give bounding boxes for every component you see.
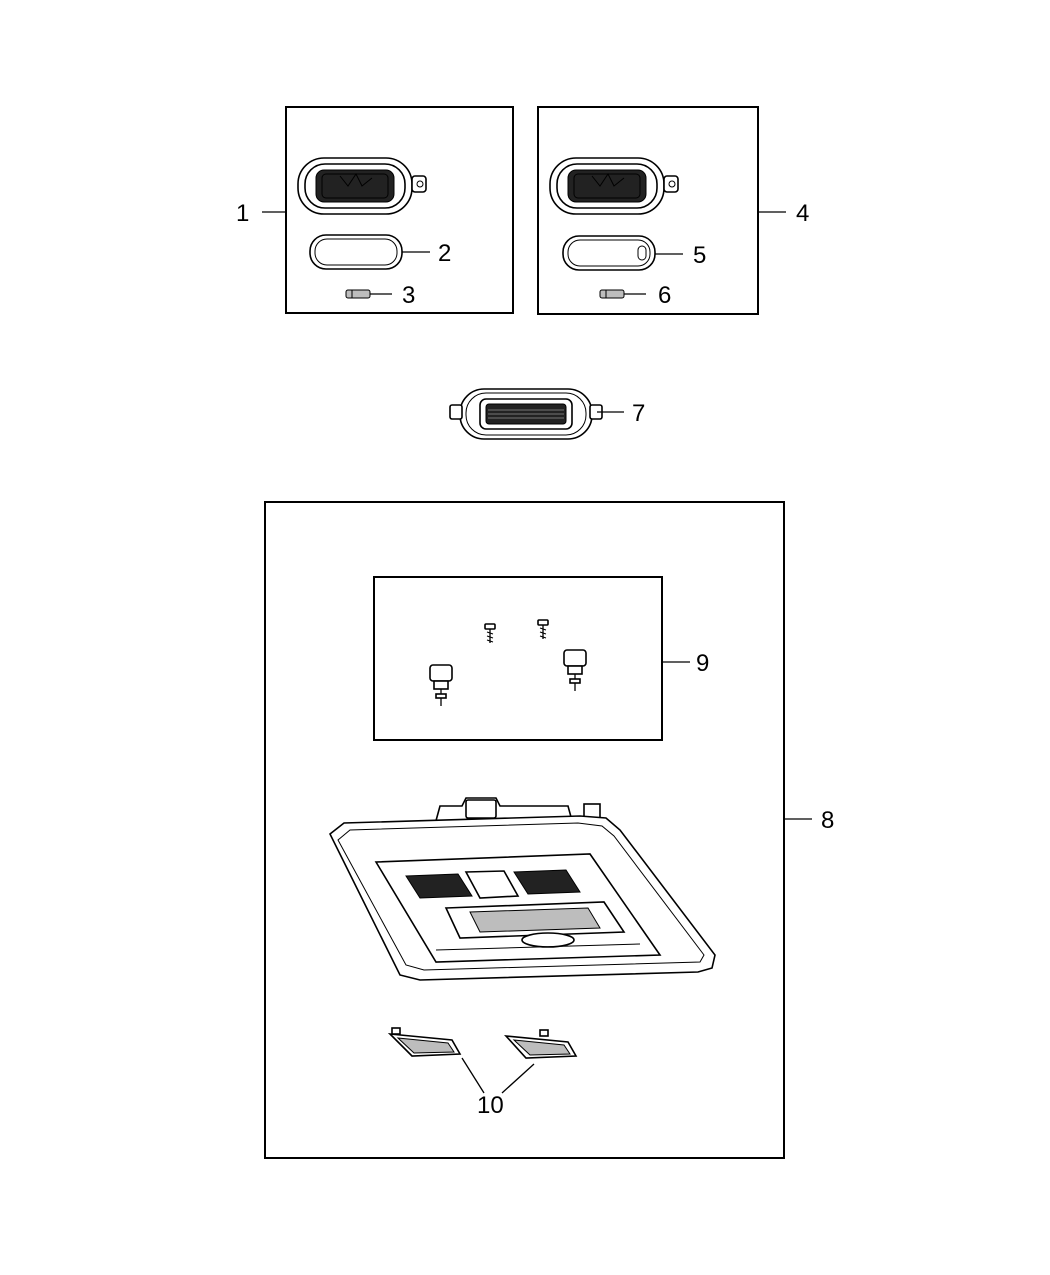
kit-box-9	[373, 576, 663, 741]
kit-box-1	[285, 106, 514, 314]
clip-9a	[429, 664, 453, 706]
overhead-console	[328, 797, 716, 981]
courtesy-lamp-7	[449, 388, 603, 440]
lamp-lens-5	[562, 235, 656, 271]
leader-10b	[501, 1063, 535, 1094]
callout-8: 8	[821, 807, 834, 834]
screw-9a	[484, 623, 496, 643]
callout-5: 5	[693, 242, 706, 269]
bulb-6	[599, 289, 625, 299]
dome-lamp-housing-4	[549, 157, 679, 215]
callout-2: 2	[438, 240, 451, 267]
screw-9b	[537, 619, 549, 639]
callout-6: 6	[658, 282, 671, 309]
bulb-3	[345, 289, 371, 299]
callout-7: 7	[632, 400, 645, 427]
lens-cover-10a	[387, 1027, 462, 1057]
callout-3: 3	[402, 282, 415, 309]
lens-cover-10b	[504, 1029, 578, 1059]
callout-4: 4	[796, 200, 809, 227]
callout-10: 10	[477, 1092, 504, 1119]
callout-1: 1	[236, 200, 249, 227]
callout-9: 9	[696, 650, 709, 677]
dome-lamp-housing-1	[297, 157, 427, 215]
clip-9b	[563, 649, 587, 691]
kit-box-8	[264, 501, 785, 1159]
lamp-lens-2	[309, 234, 403, 270]
kit-box-4	[537, 106, 759, 315]
leader-10a	[461, 1057, 485, 1094]
